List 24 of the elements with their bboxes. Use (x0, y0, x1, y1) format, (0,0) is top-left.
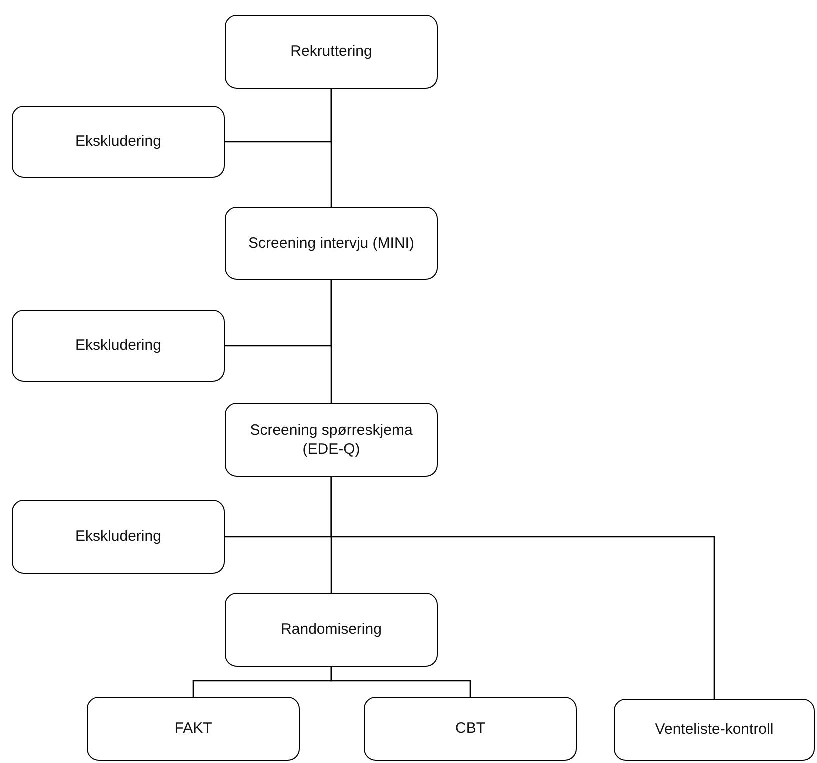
process-box (225, 207, 438, 280)
box-label: FAKT (174, 719, 212, 739)
process-box (87, 697, 300, 761)
box-label: CBT (456, 719, 486, 739)
process-box (614, 699, 815, 761)
process-box (12, 310, 225, 382)
box-label: Screening spørreskjema (EDE-Q) (249, 420, 414, 460)
connector-line (330, 280, 332, 403)
box-label: Randomisering (281, 620, 382, 640)
connector-line (330, 667, 472, 697)
process-box (225, 593, 438, 667)
process-box (12, 106, 225, 178)
box-label: Ekskludering (76, 527, 162, 547)
box-label: Ekskludering (76, 132, 162, 152)
process-box (364, 697, 577, 761)
connector-line (330, 89, 332, 207)
process-box (12, 500, 225, 574)
process-box (225, 403, 438, 477)
connector-line (330, 477, 716, 699)
box-label: Rekruttering (290, 42, 372, 62)
box-label: Ekskludering (76, 336, 162, 356)
process-box (225, 15, 438, 89)
box-label: Venteliste-kontroll (655, 720, 774, 740)
box-label: Screening intervju (MINI) (248, 234, 414, 254)
